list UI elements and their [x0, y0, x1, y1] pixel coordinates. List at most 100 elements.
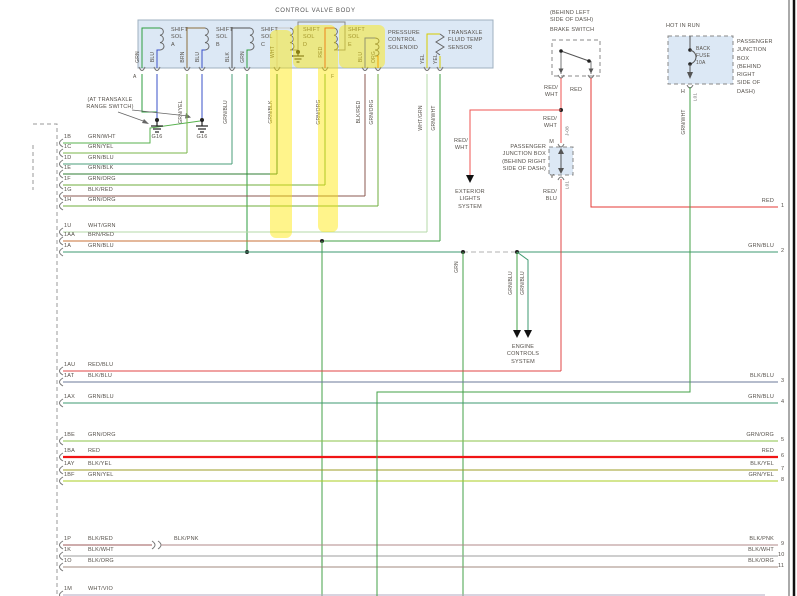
terminal-label-org-pcs: ORG	[371, 51, 377, 63]
solenoid-wire-drops	[186, 74, 441, 254]
terminal-label-brn-b: BRN	[180, 51, 186, 63]
junction-box-bottom-wire: RED/ BLU	[543, 189, 557, 203]
edge-3-wire: BLK/BLU	[749, 373, 774, 379]
pin-1c: 1C	[64, 144, 72, 150]
edge-1-number: 1	[781, 203, 785, 209]
edge-1-wire: RED	[761, 198, 774, 204]
fuse-terminal-h: H	[680, 89, 685, 95]
edge-8-wire: GRN/YEL	[748, 472, 774, 478]
valve-body-pin-a: A	[133, 74, 137, 80]
pin-1aa: 1AA	[64, 232, 75, 238]
pin-brackets	[59, 138, 64, 596]
edge-9-wire: BLK/PNK	[749, 536, 774, 542]
connector-label-l01-fuse: L01	[692, 92, 698, 102]
pin-1bf-wire: GRN/YEL	[88, 472, 114, 478]
pin-1g-wire: BLK/RED	[88, 187, 113, 193]
transaxle-fluid-temp-sensor-label: TRANSAXLE FLUID TEMP SENSOR	[448, 30, 483, 51]
edge-10-number: 10	[778, 552, 785, 558]
wire-label-grn-wht: GRN/WHT	[431, 105, 437, 131]
pin-1ay-wire: BLK/YEL	[88, 461, 112, 467]
junction-box-label: PASSENGER JUNCTION BOX (BEHIND RIGHT SID…	[502, 144, 546, 173]
pin-1au: 1AU	[64, 362, 76, 368]
pin-1bf: 1BF	[64, 472, 75, 478]
wire-label-wht-grn: WHT/GRN	[418, 105, 424, 131]
hot-in-run-label: HOT IN RUN	[666, 23, 700, 29]
wire-label-grn-blu-ec2: GRN/BLU	[520, 271, 526, 295]
pin-1be: 1BE	[64, 432, 75, 438]
pressure-control-solenoid-label: PRESSURE CONTROL SOLENOID	[388, 30, 420, 51]
wire-label-grn-blk: GRN/BLK	[268, 100, 274, 124]
wire-label-grn-wht-fuse: GRN/WHT	[681, 109, 687, 135]
pin-1d-wire: GRN/BLU	[88, 155, 114, 161]
back-fuse-label: BACK FUSE 10A	[696, 46, 711, 66]
shift-sol-b-label: SHIFT SOL B	[216, 27, 233, 48]
pin-1ax: 1AX	[64, 394, 75, 400]
junction-box-terminal-v: V	[550, 174, 554, 180]
pin-1m-wire: WHT/VIO	[88, 586, 113, 592]
pin-1g: 1G	[64, 187, 72, 193]
pin-1b: 1B	[64, 134, 72, 140]
brake-switch-note: (BEHIND LEFT SIDE OF DASH)	[550, 10, 594, 24]
pin-1ba: 1BA	[64, 448, 75, 454]
edge-4-number: 4	[781, 399, 785, 405]
wire-label-grn-drop: GRN	[454, 261, 460, 273]
shift-sol-e-label: SHIFT SOL E	[348, 27, 365, 48]
edge-2-number: 2	[781, 248, 785, 254]
edge-3-number: 3	[781, 378, 785, 384]
pin-1e-wire: GRN/BLK	[88, 165, 114, 171]
ground-g16-1	[151, 120, 163, 133]
pin-1h-wire: GRN/ORG	[88, 197, 116, 203]
pin-1be-wire: GRN/ORG	[88, 432, 116, 438]
pin-1k-wire: BLK/WHT	[88, 547, 114, 553]
shift-sol-d-label: SHIFT SOL D	[303, 27, 320, 48]
wire-label-grn-blu-ec1: GRN/BLU	[508, 271, 514, 295]
terminal-label-grn-c: GRN	[240, 51, 246, 63]
ground-g16-area	[63, 74, 208, 144]
engine-controls-system-label: ENGINE CONTROLS SYSTEM	[506, 344, 540, 365]
pin-1o: 1O	[64, 558, 72, 564]
edge-11-number: 11	[778, 563, 785, 569]
edge-7-wire: BLK/YEL	[750, 461, 774, 467]
terminal-label-blk-c: BLK	[225, 51, 231, 63]
terminal-label-blu-b: BLU	[195, 51, 201, 63]
brake-switch-circuit	[466, 49, 778, 208]
pin-1c-wire: GRN/YEL	[88, 144, 114, 150]
pin-1a: 1A	[64, 243, 72, 249]
pin-1b-wire: GRN/WHT	[88, 134, 116, 140]
pin-1d: 1D	[64, 155, 72, 161]
pin-1aa-wire: BRN/RED	[88, 232, 115, 238]
pin-1m: 1M	[64, 586, 73, 592]
pin-1at-wire: BLK/BLU	[88, 373, 113, 379]
back-fuse-box	[667, 35, 734, 85]
brake-switch-left-wire: RED/ WHT	[544, 85, 558, 99]
tcm-rows	[63, 152, 778, 596]
inline-connector-wire-blk-pnk: BLK/PNK	[174, 536, 199, 542]
pin-1k: 1K	[64, 547, 72, 553]
valve-body-exit-cups	[138, 66, 444, 71]
control-valve-body-title: CONTROL VALVE BODY	[275, 8, 356, 14]
internal-ground-symbol	[292, 52, 304, 63]
edge-2-wire: GRN/BLU	[748, 243, 774, 249]
shift-sol-c-label: SHIFT SOL C	[261, 27, 278, 48]
back-fuse-circuit	[376, 36, 697, 596]
pin-1ax-wire: GRN/BLU	[88, 394, 114, 400]
edge-8-number: 8	[781, 477, 785, 483]
brake-switch-box	[551, 39, 601, 77]
edge-4-wire: GRN/BLU	[748, 394, 774, 400]
fuse-junction-box-label: PASSENGER JUNCTION BOX (BEHIND RIGHT SID…	[737, 39, 773, 95]
pin-1ba-wire: RED	[88, 448, 101, 454]
terminal-label-yel-1: YEL	[420, 53, 426, 65]
edge-6-number: 6	[781, 453, 785, 459]
terminal-label-yel-2: YEL	[433, 53, 439, 65]
wire-label-grn-org: GRN/ORG	[316, 99, 322, 125]
brake-switch-title: BRAKE SWITCH	[550, 27, 595, 33]
pin-1f: 1F	[64, 176, 71, 182]
range-switch-note: (AT TRANSAXLE RANGE SWITCH)	[86, 97, 134, 111]
terminal-label-blu-a: BLU	[150, 51, 156, 63]
pin-1p: 1P	[64, 536, 72, 542]
wire-label-grn-org-2: GRN/ORG	[369, 99, 375, 125]
tcm-connector-outline	[32, 123, 58, 596]
terminal-label-grn-a: GRN	[135, 51, 141, 63]
edge-5-wire: GRN/ORG	[746, 432, 774, 438]
